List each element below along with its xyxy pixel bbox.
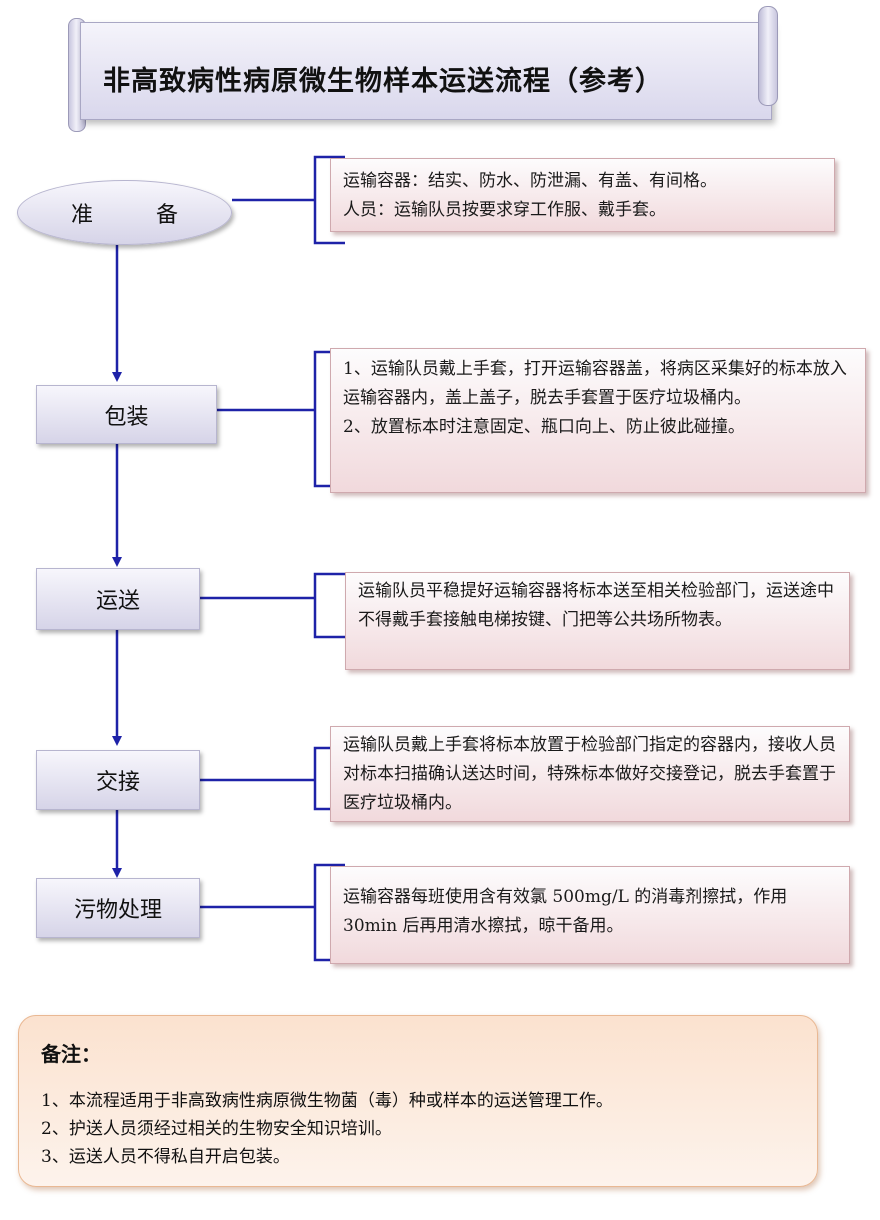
step-handover-label: 交接 (95, 770, 140, 795)
step-waste-disposal: 污物处理 (36, 878, 200, 938)
desc-handover-line-1: 运输队员戴上手套将标本放置于检验部门指定的容器内，接收人员对标本扫描确认送达时间… (343, 735, 836, 813)
desc-handover: 运输队员戴上手套将标本放置于检验部门指定的容器内，接收人员对标本扫描确认送达时间… (330, 726, 850, 822)
scroll-curl-right (758, 6, 778, 106)
bracket-1 (313, 155, 345, 245)
bracket-3 (313, 572, 345, 639)
desc-prepare-line-1: 运输容器：结实、防水、防泄漏、有盖、有间格。 (343, 171, 717, 191)
note-item-2: 2、护送人员须经过相关的生物安全知识培训。 (41, 1119, 392, 1139)
step-transport: 运送 (36, 568, 200, 630)
desc-prepare: 运输容器：结实、防水、防泄漏、有盖、有间格。 人员：运输队员按要求穿工作服、戴手… (330, 158, 835, 232)
note-item-3: 3、运送人员不得私自开启包装。 (41, 1147, 290, 1167)
step-waste-disposal-label: 污物处理 (73, 898, 162, 923)
step-package: 包装 (36, 385, 217, 444)
page-title: 非高致病性病原微生物样本运送流程（参考） (103, 66, 663, 97)
title-banner: 非高致病性病原微生物样本运送流程（参考） (68, 6, 778, 132)
desc-waste-disposal: 运输容器每班使用含有效氯 500mg/L 的消毒剂擦拭，作用 30min 后再用… (330, 866, 850, 964)
desc-package-line-1: 1、运输队员戴上手套，打开运输容器盖，将病区采集好的标本放入运输容器内，盖上盖子… (343, 359, 847, 408)
desc-transport: 运输队员平稳提好运输容器将标本送至相关检验部门，运送途中不得戴手套接触电梯按键、… (345, 572, 850, 670)
step-transport-label: 运送 (95, 589, 140, 614)
step-prepare: 准 备 (17, 180, 232, 245)
title-body: 非高致病性病原微生物样本运送流程（参考） (80, 22, 772, 120)
desc-prepare-line-2: 人员：运输队员按要求穿工作服、戴手套。 (343, 200, 666, 220)
desc-package: 1、运输队员戴上手套，打开运输容器盖，将病区采集好的标本放入运输容器内，盖上盖子… (330, 348, 866, 493)
notes-title: 备注： (41, 1042, 101, 1066)
desc-transport-line-1: 运输队员平稳提好运输容器将标本送至相关检验部门，运送途中不得戴手套接触电梯按键、… (358, 581, 834, 630)
step-handover: 交接 (36, 750, 200, 810)
notes-box: 备注： 1、本流程适用于非高致病性病原微生物菌（毒）种或样本的运送管理工作。 2… (18, 1015, 818, 1187)
step-package-label: 包装 (104, 404, 149, 430)
note-item-1: 1、本流程适用于非高致病性病原微生物菌（毒）种或样本的运送管理工作。 (41, 1091, 613, 1111)
desc-waste-disposal-line-1: 运输容器每班使用含有效氯 500mg/L 的消毒剂擦拭，作用 30min 后再用… (343, 887, 788, 936)
desc-package-line-2: 2、放置标本时注意固定、瓶口向上、防止彼此碰撞。 (343, 417, 745, 437)
step-prepare-label: 准 备 (71, 202, 206, 228)
